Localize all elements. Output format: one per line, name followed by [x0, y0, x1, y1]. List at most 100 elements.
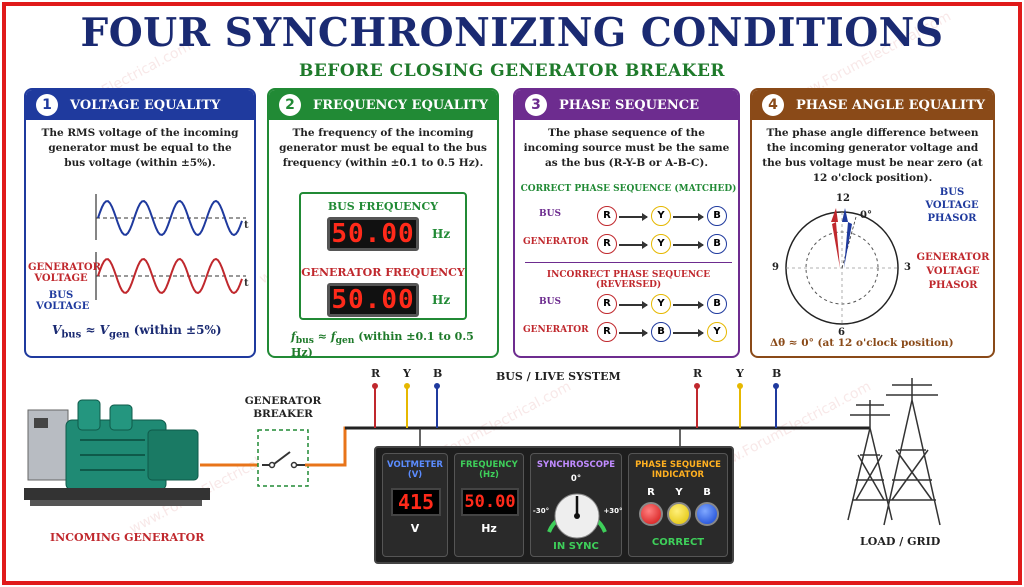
- yellow-lamp: [667, 502, 691, 526]
- panel-title: PHASE ANGLE EQUALITY: [796, 97, 986, 113]
- row-label-bus: BUS: [539, 209, 561, 219]
- page-title: FOUR SYNCHRONIZING CONDITIONS: [80, 10, 944, 56]
- panel-number: 2: [279, 94, 301, 116]
- transmission-tower-image: [847, 378, 941, 526]
- incorrect-sequence-heading: INCORRECT PHASE SEQUENCE (REVERSED): [546, 270, 711, 290]
- panel-description: The frequency of the incoming generator …: [279, 127, 487, 169]
- phase-label-r: R: [371, 367, 381, 380]
- phase-node-r: R: [597, 206, 617, 226]
- panel-frequency-equality: 2 FREQUENCY EQUALITY The frequency of th…: [267, 88, 499, 358]
- row-label-bus: BUS: [539, 297, 561, 307]
- frequency-module: FREQUENCY(Hz) 50.00 Hz: [454, 453, 524, 557]
- frequency-display: 50.00: [461, 488, 519, 516]
- axis-t-label: t: [244, 278, 249, 289]
- voltmeter-label: VOLTMETER(V): [387, 460, 443, 480]
- zero-degree-label: 0°: [860, 210, 872, 221]
- phase-label-r: R: [693, 367, 703, 380]
- generator-frequency-unit: Hz: [432, 293, 451, 307]
- dial-label-9: 9: [772, 262, 779, 273]
- row-label-generator: GENERATOR: [523, 325, 589, 335]
- phase-node-y: Y: [651, 234, 671, 254]
- sync-left-label: -30°: [532, 507, 550, 515]
- voltmeter-module: VOLTMETER(V) 415 V: [382, 453, 448, 557]
- phase-node-r: R: [597, 322, 617, 342]
- phase-label-y: Y: [736, 367, 744, 380]
- phase-node-b: B: [707, 234, 727, 254]
- phase-node-b: B: [707, 206, 727, 226]
- blue-lamp: [695, 502, 719, 526]
- panel-phase-sequence: 3 PHASE SEQUENCE The phase sequence of t…: [513, 88, 740, 358]
- red-lamp: [639, 502, 663, 526]
- panel-number: 4: [762, 94, 784, 116]
- panel-title: VOLTAGE EQUALITY: [70, 97, 221, 113]
- axis-t-label: t: [244, 220, 249, 231]
- correct-sequence-heading: CORRECT PHASE SEQUENCE (MATCHED): [520, 184, 737, 194]
- sync-status: IN SYNC: [553, 541, 599, 552]
- dial-label-6: 6: [838, 327, 845, 338]
- panel-description: The RMS voltage of the incoming generato…: [41, 127, 239, 169]
- panel-description: The phase angle difference between the i…: [762, 127, 983, 184]
- sequence-arrow: [673, 241, 704, 248]
- lamp-label-r: R: [647, 487, 655, 498]
- bus-frequency-label: BUS FREQUENCY: [327, 200, 439, 213]
- dial-label-12: 12: [836, 193, 850, 204]
- synchroscope-module: SYNCHROSCOPE 0° -30° +30° IN SYNC: [530, 453, 623, 557]
- phase-divider: [525, 262, 732, 263]
- frequency-label: FREQUENCY(Hz): [460, 460, 518, 480]
- panel-header: 3 PHASE SEQUENCE: [515, 90, 738, 120]
- bus-frequency-display: 50.00: [327, 217, 419, 251]
- frequency-display-box: [299, 192, 467, 320]
- sequence-arrow: [673, 301, 704, 308]
- sequence-arrow: [619, 329, 648, 336]
- panel-number: 1: [36, 94, 58, 116]
- panel-description: The phase sequence of the incoming sourc…: [523, 127, 730, 169]
- synchroscope-label: SYNCHROSCOPE: [536, 460, 616, 470]
- panel-title: PHASE SEQUENCE: [559, 97, 699, 113]
- voltage-formula: Vbus ≈ Vgen (within ±5%): [52, 323, 222, 341]
- generator-image: [24, 399, 210, 506]
- bus-frequency-unit: Hz: [432, 227, 451, 241]
- phase-sequence-status: CORRECT: [651, 537, 705, 548]
- panel-header: 1 VOLTAGE EQUALITY: [26, 90, 254, 120]
- sequence-arrow: [673, 329, 704, 336]
- sequence-arrow: [619, 241, 648, 248]
- phase-label-b: B: [433, 367, 443, 380]
- panel-phase-angle-equality: 4 PHASE ANGLE EQUALITY The phase angle d…: [750, 88, 995, 358]
- voltmeter-unit: V: [410, 522, 420, 535]
- sequence-arrow: [619, 301, 648, 308]
- panel-header: 4 PHASE ANGLE EQUALITY: [752, 90, 993, 120]
- frequency-unit: Hz: [481, 522, 497, 535]
- phase-label-b: B: [772, 367, 782, 380]
- lamp-label-b: B: [703, 487, 711, 498]
- voltmeter-display: 415: [391, 488, 441, 516]
- bus-live-system-label: BUS / LIVE SYSTEM: [496, 370, 621, 383]
- voltage-waveforms: [95, 194, 246, 300]
- panel-number: 3: [525, 94, 547, 116]
- phase-node-r: R: [597, 234, 617, 254]
- incoming-generator-label: INCOMING GENERATOR: [50, 531, 205, 544]
- panel-voltage-equality: 1 VOLTAGE EQUALITY The RMS voltage of th…: [24, 88, 256, 358]
- lamp-label-y: Y: [675, 487, 683, 498]
- dial-label-3: 3: [904, 262, 911, 273]
- phase-label-y: Y: [403, 367, 411, 380]
- generator-frequency-display: 50.00: [327, 283, 419, 317]
- panel-title: FREQUENCY EQUALITY: [313, 97, 488, 113]
- sequence-arrow: [619, 213, 648, 220]
- phase-node-r: R: [597, 294, 617, 314]
- phase-node-y: Y: [651, 206, 671, 226]
- synchroscope-dial: [547, 493, 607, 539]
- panel-header: 2 FREQUENCY EQUALITY: [269, 90, 497, 120]
- frequency-formula: fbus ≈ fgen (within ±0.1 to 0.5 Hz): [291, 330, 474, 358]
- phase-angle-formula: Δθ ≈ 0° (at 12 o'clock position): [770, 337, 954, 349]
- sync-zero-label: 0°: [570, 474, 582, 484]
- sequence-arrow: [673, 213, 704, 220]
